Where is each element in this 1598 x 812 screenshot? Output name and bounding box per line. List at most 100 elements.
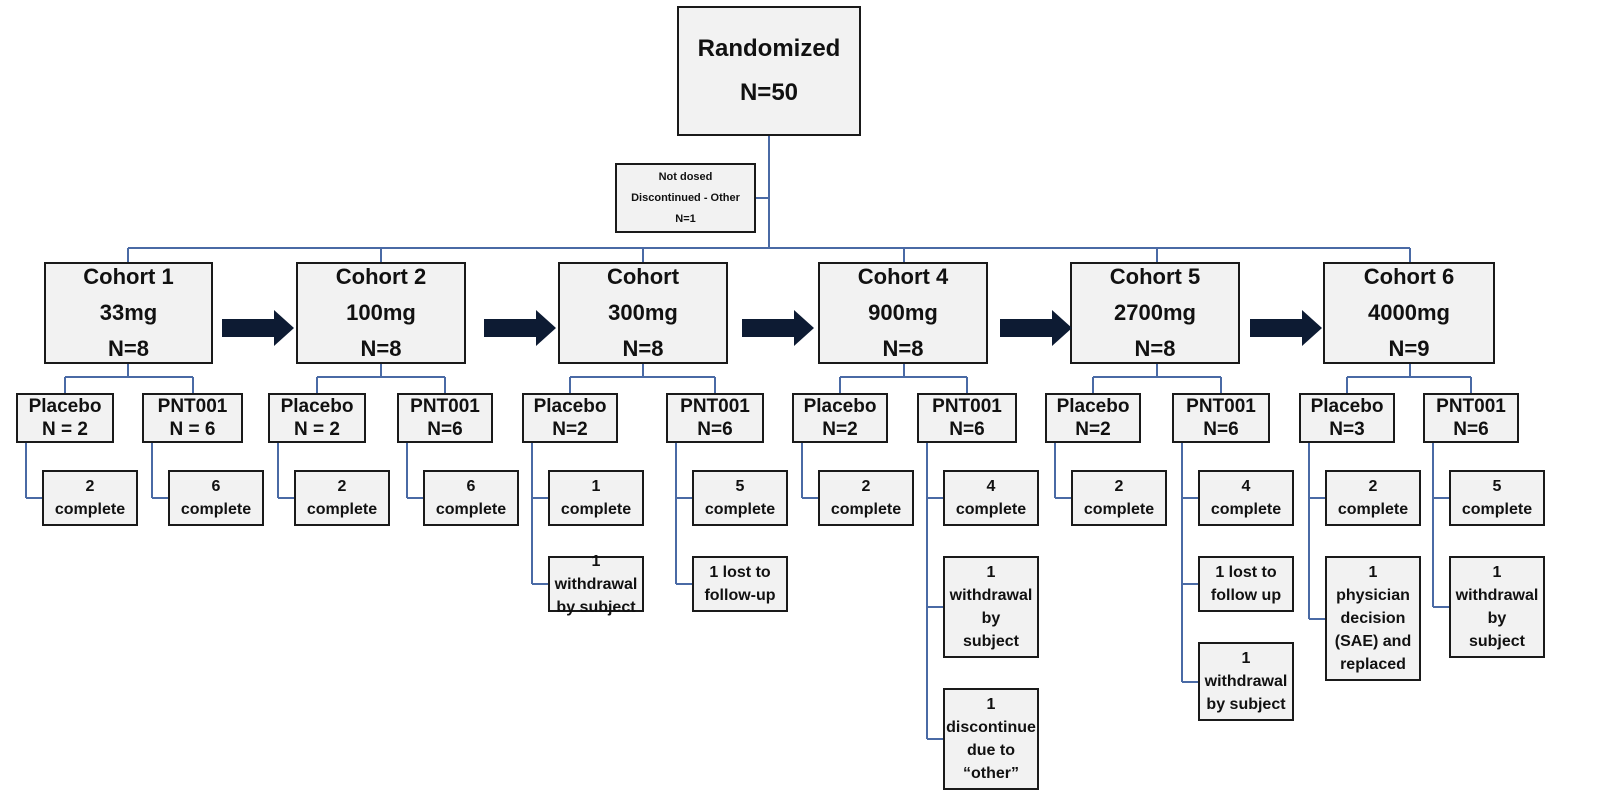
connector-line	[278, 497, 294, 499]
pnt001-arm-box-label: PNT001 N=6	[932, 396, 1002, 440]
outcome-box: 1 complete	[548, 470, 644, 526]
outcome-box: 6 complete	[423, 470, 519, 526]
connector-line	[801, 443, 803, 498]
outcome-box-label: 2 complete	[306, 478, 378, 518]
pnt001-arm-box-label: PNT001 N=6	[410, 396, 480, 440]
pnt001-arm-box: PNT001 N=6	[666, 393, 764, 443]
connector-line	[316, 377, 318, 393]
pnt001-arm-box: PNT001 N = 6	[142, 393, 243, 443]
connector-line	[926, 443, 928, 739]
cohort-box: Cohort 6 4000mg N=9	[1323, 262, 1495, 364]
connector-line	[1055, 497, 1071, 499]
connector-line	[128, 247, 1410, 249]
outcome-box: 1 physician decision (SAE) and replaced	[1325, 556, 1421, 681]
outcome-box-label: 1 complete	[560, 478, 632, 518]
connector-line	[1409, 248, 1411, 262]
connector-line	[768, 136, 770, 248]
connector-line	[406, 443, 408, 498]
cohort-box-label: Cohort 4 900mg N=8	[857, 264, 949, 361]
connector-line	[151, 443, 153, 498]
outcome-box: 2 complete	[42, 470, 138, 526]
connector-line	[714, 377, 716, 393]
outcome-box: 1 lost to follow up	[1198, 556, 1294, 612]
outcome-box-label: 1 lost to follow up	[1210, 564, 1282, 604]
outcome-box: 2 complete	[818, 470, 914, 526]
connector-line	[532, 583, 548, 585]
connector-line	[1182, 583, 1198, 585]
connector-line	[1054, 443, 1056, 498]
connector-line	[191, 377, 194, 393]
connector-line	[1156, 364, 1158, 377]
placebo-arm-box: Placebo N=2	[522, 393, 618, 443]
pnt001-arm-box-label: PNT001 N=6	[1436, 396, 1506, 440]
connector-line	[25, 443, 27, 498]
connector-line	[380, 248, 382, 262]
cohort-box-label: Cohort 1 33mg N=8	[83, 264, 174, 361]
outcome-box: 5 complete	[1449, 470, 1545, 526]
connector-line	[407, 497, 423, 499]
pnt001-arm-box: PNT001 N=6	[397, 393, 493, 443]
pnt001-arm-box: PNT001 N=6	[1423, 393, 1519, 443]
placebo-arm-box: Placebo N = 2	[268, 393, 366, 443]
connector-line	[64, 377, 66, 393]
pnt001-arm-box-label: PNT001 N = 6	[157, 396, 228, 440]
randomized-box: Randomized N=50	[677, 6, 861, 136]
outcome-box-label: 6 complete	[180, 478, 252, 518]
connector-line	[1092, 377, 1094, 393]
outcome-box-label: 1 lost to follow-up	[704, 564, 776, 604]
connector-line	[26, 497, 42, 499]
outcome-box: 5 complete	[692, 470, 788, 526]
connector-line	[1220, 377, 1222, 393]
cohort-box: Cohort 4 900mg N=8	[818, 262, 988, 364]
outcome-box: 6 complete	[168, 470, 264, 526]
pnt001-arm-box: PNT001 N=6	[1172, 393, 1270, 443]
pnt001-arm-box-label: PNT001 N=6	[1186, 396, 1256, 440]
connector-line	[277, 443, 279, 498]
outcome-box: 1 lost to follow-up	[692, 556, 788, 612]
connector-line	[903, 364, 905, 377]
connector-line	[1093, 376, 1221, 378]
outcome-box-label: 2 complete	[1337, 478, 1409, 518]
connector-line	[127, 248, 129, 262]
connector-line	[1433, 497, 1449, 499]
connector-line	[802, 497, 818, 499]
connector-line	[532, 497, 548, 499]
pnt001-arm-box: PNT001 N=6	[917, 393, 1017, 443]
connector-line	[1308, 443, 1310, 619]
outcome-box-label: 6 complete	[435, 478, 507, 518]
connector-line	[927, 497, 943, 499]
placebo-arm-box-label: Placebo N = 2	[280, 396, 354, 440]
connector-line	[927, 738, 943, 740]
outcome-box-label: 1 withdrawal by subject	[949, 564, 1033, 650]
connector-line	[569, 377, 571, 393]
outcome-box-label: 1 physician decision (SAE) and replaced	[1334, 564, 1412, 673]
connector-line	[756, 197, 769, 199]
connector-line	[1156, 248, 1158, 262]
outcome-box-label: 5 complete	[1461, 478, 1533, 518]
placebo-arm-box-label: Placebo N=2	[1056, 396, 1130, 440]
right-arrow-icon	[1250, 310, 1322, 346]
placebo-arm-box-label: Placebo N = 2	[28, 396, 102, 440]
outcome-box-label: 1 withdrawal by subject	[554, 552, 638, 616]
outcome-box-label: 2 complete	[54, 478, 126, 518]
connector-line	[676, 583, 692, 585]
connector-line	[966, 377, 968, 393]
outcome-box-label: 2 complete	[1083, 478, 1155, 518]
connector-line	[1432, 443, 1434, 607]
connector-line	[1346, 377, 1348, 393]
right-arrow-icon	[222, 310, 294, 346]
outcome-box-label: 5 complete	[704, 478, 776, 518]
not-dosed-box-label: Not dosed Discontinued - Other N=1	[631, 170, 740, 225]
outcome-box: 4 complete	[943, 470, 1039, 526]
placebo-arm-box: Placebo N=2	[1045, 393, 1141, 443]
connector-line	[1182, 680, 1198, 683]
connector-line	[1347, 376, 1471, 378]
outcome-box: 2 complete	[1325, 470, 1421, 526]
connector-line	[642, 364, 644, 377]
connector-line	[127, 364, 129, 377]
outcome-box: 1 withdrawal by subject	[1198, 642, 1294, 721]
connector-line	[531, 443, 533, 584]
connector-line	[380, 364, 382, 377]
placebo-arm-box-label: Placebo N=2	[533, 396, 607, 440]
